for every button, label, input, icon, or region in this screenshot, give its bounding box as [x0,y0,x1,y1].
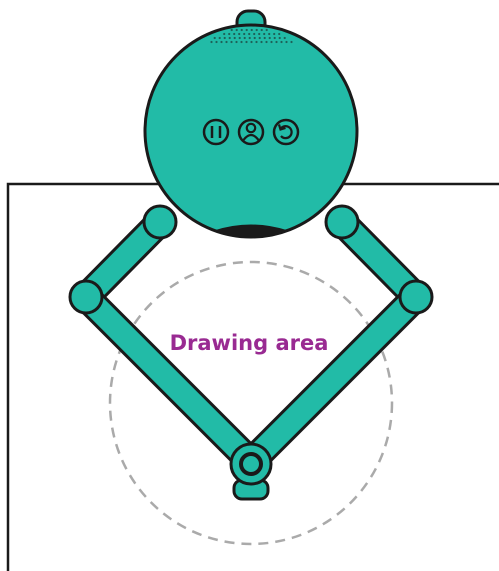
grille-dot [245,28,248,32]
grille-dot [240,28,243,32]
grille-dot [235,40,238,44]
grille-dot [228,32,231,36]
grille-dot [258,36,261,40]
pause-icon [210,126,222,138]
grille-dot [225,40,228,44]
grille-dot [220,40,223,44]
grille-dot [248,32,251,36]
grille-dot [250,28,253,32]
grille-dot [253,36,256,40]
grille-dot [243,36,246,40]
drawing-area-label: Drawing area [170,331,329,355]
grille-dot [290,40,293,44]
left-arm [71,207,266,477]
grille-dot [245,40,248,44]
grille-dot [265,28,268,32]
reset-icon [277,124,293,140]
head-base [212,224,290,239]
grille-dot [268,36,271,40]
drawing-area-circle [108,260,394,546]
grille-dot [273,32,276,36]
grille-dot [263,32,266,36]
grille-dot [260,40,263,44]
grille-dot [263,36,266,40]
right-shoulder-joint [324,204,360,240]
grille-dot [228,36,231,40]
paper-edge [6,182,499,571]
grille-dot [255,40,258,44]
user-icon [242,122,260,141]
grille-dot [278,36,281,40]
grille-dot [235,28,238,32]
grille-dot [223,36,226,40]
grille-dot [218,36,221,40]
right-arm [236,207,431,477]
reset-button[interactable] [272,118,300,146]
grille-dot [233,32,236,36]
left-elbow-joint [68,279,104,315]
grille-dot [275,40,278,44]
grille-dot [283,36,286,40]
grille-dot [278,32,281,36]
grille-dot [258,32,261,36]
grille-dot [265,40,268,44]
grille-dot [280,40,283,44]
grille-dot [268,32,271,36]
grille-dot [238,36,241,40]
grille-dot [238,32,241,36]
robot-head [143,23,359,239]
left-shoulder-joint [142,204,178,240]
grille-dot [248,36,251,40]
grille-dot [250,40,253,44]
grille-dot [285,40,288,44]
grille-dot [230,40,233,44]
pause-button[interactable] [202,118,230,146]
right-elbow-joint [398,279,434,315]
grille-dot [215,40,218,44]
speaker-grille [210,28,293,44]
grille-dot [210,40,213,44]
grille-dot [230,28,233,32]
grille-dot [223,32,226,36]
grille-dot [233,36,236,40]
grille-dot [253,32,256,36]
grille-dot [270,40,273,44]
grille-dot [260,28,263,32]
grille-dot [243,32,246,36]
pen-holder [229,442,273,501]
grille-dot [240,40,243,44]
grille-dot [213,36,216,40]
user-button[interactable] [237,118,265,146]
grille-dot [273,36,276,40]
grille-dot [255,28,258,32]
